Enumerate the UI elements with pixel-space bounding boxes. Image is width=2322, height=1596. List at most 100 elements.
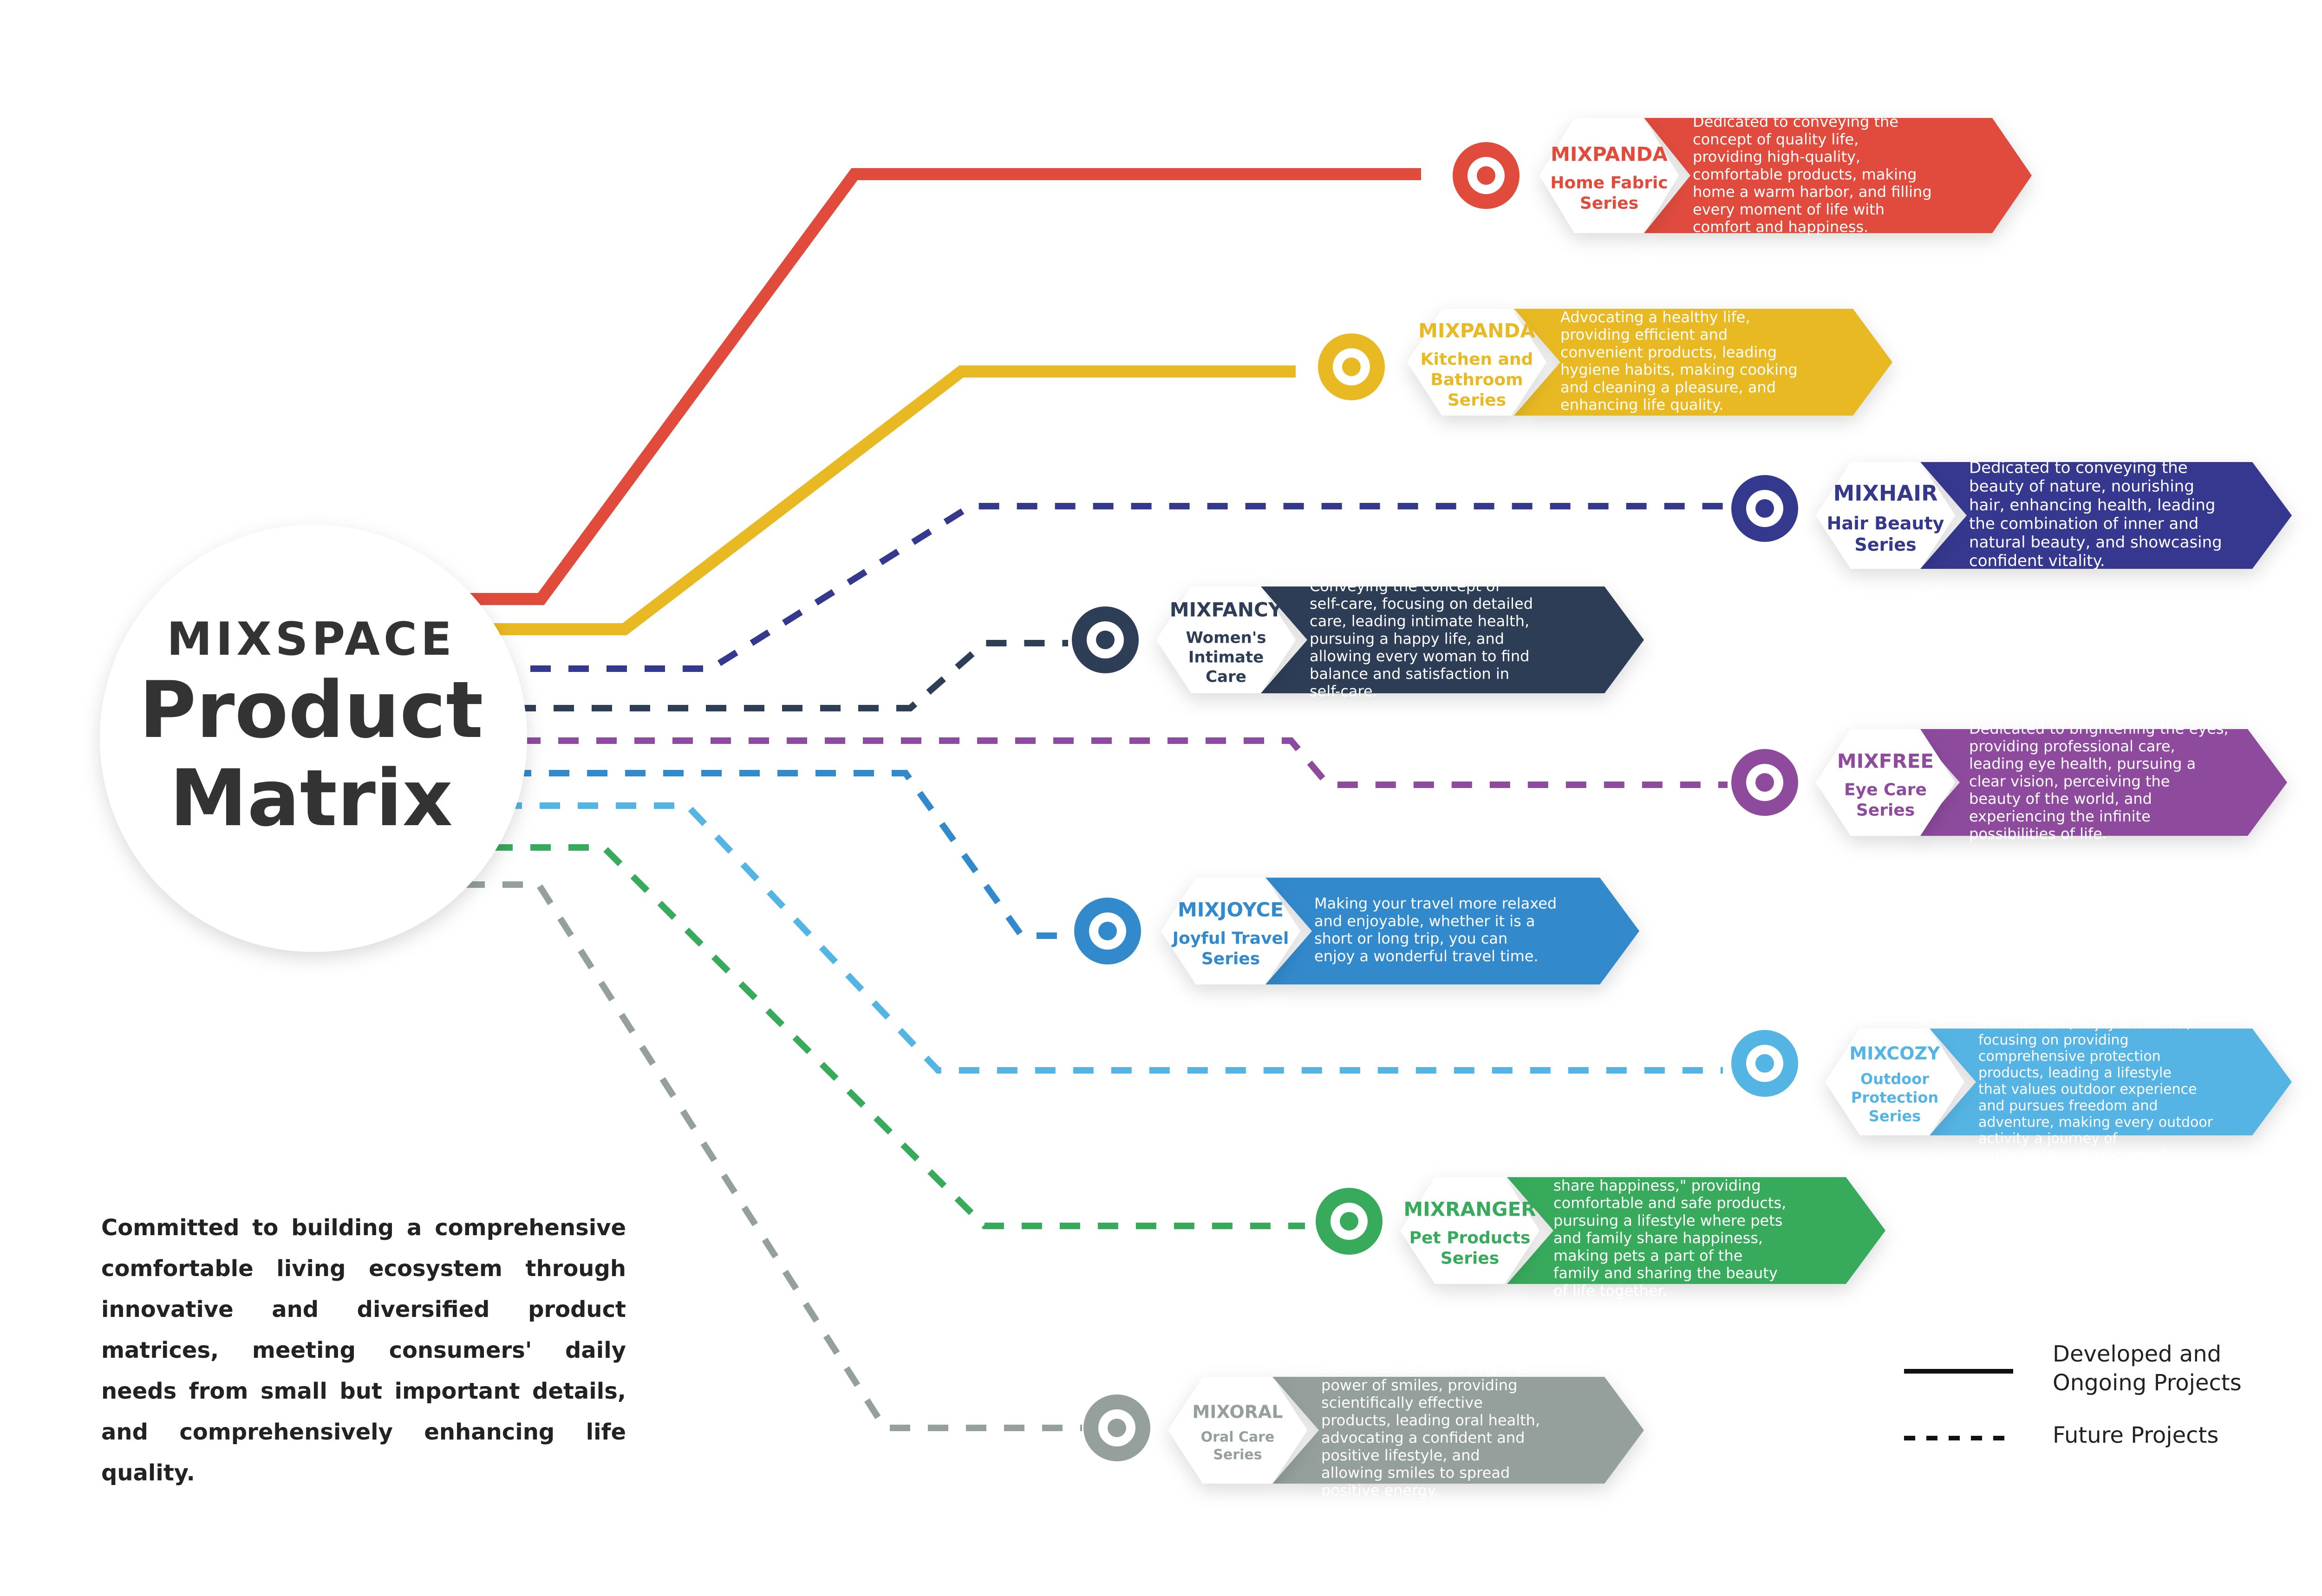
product-description: pursuing a happy life, and [1310, 630, 1504, 647]
product-series: Series [1201, 949, 1260, 968]
hub-label: MIXSPACE Product Matrix [102, 613, 520, 842]
product-description: positive lifestyle, and [1321, 1446, 1480, 1464]
product-name: MIXFANCY [1170, 599, 1283, 621]
target-node-dot [1098, 922, 1117, 940]
card-body [1261, 586, 1644, 693]
connector-line-6 [502, 802, 1723, 1074]
product-series: Eye Care [1844, 780, 1927, 799]
product-description: share happiness," providing [1553, 1177, 1761, 1194]
product-description: clear vision, perceiving the [1969, 772, 2170, 790]
product-series: Oral Care [1201, 1429, 1275, 1446]
product-description: beauty of nature, nourishing [1969, 477, 2194, 496]
product-description: short or long trip, you can [1314, 930, 1507, 947]
target-node-dot [1108, 1419, 1126, 1437]
product-series: Series [1213, 1447, 1262, 1463]
product-description: Dedicated to conveying the [1693, 113, 1898, 130]
product-name: MIXHAIR [1833, 481, 1938, 506]
product-series: Outdoor [1860, 1070, 1929, 1088]
product-description: home a warm harbor, and filling [1693, 183, 1932, 201]
product-series: Hair Beauty [1827, 513, 1944, 534]
card-hexagon [1816, 729, 1955, 836]
product-description: every moment of life with [1693, 201, 1885, 218]
card-hexagon [1400, 1177, 1539, 1284]
product-description: Dedicated to conveying the [1969, 459, 2188, 477]
intro-text: Committed to building a comprehensive co… [101, 1215, 626, 1486]
hub-brand: MIXSPACE [167, 613, 456, 666]
product-description: enjoy a wonderful travel time. [1314, 947, 1539, 965]
target-node-dot [1340, 1212, 1358, 1231]
product-description: self-care. [1310, 683, 1377, 700]
product-description: adventure, making every outdoor [1978, 1114, 2213, 1130]
product-description: hygiene habits, making cooking [1560, 361, 1798, 378]
product-series: Series [1441, 1249, 1499, 1268]
connector-lines [464, 168, 1728, 1431]
product-description: natural beauty, and showcasing [1969, 533, 2222, 552]
product-description: advocating a confident and [1321, 1429, 1525, 1446]
product-description: comfortable and safe products, [1553, 1194, 1786, 1212]
connector-line-7 [492, 844, 1305, 1229]
product-description: convenient products, leading [1560, 343, 1777, 361]
product-name: MIXPANDA [1551, 143, 1668, 166]
product-description: balance and satisfaction in [1310, 665, 1509, 683]
product-series: Series [1580, 194, 1638, 213]
card-body [1644, 118, 2032, 233]
product-description: making pets a part of the [1553, 1247, 1742, 1264]
target-node-dot [1755, 1054, 1774, 1073]
legend [1904, 1369, 2013, 1440]
product-description: pursuing a lifestyle where pets [1553, 1212, 1782, 1229]
product-series: Series [1856, 801, 1915, 820]
card-body [1930, 1029, 2292, 1135]
target-node-dot [1342, 358, 1361, 376]
product-description: beauty of the world, and [1969, 790, 2152, 808]
product-series: Bathroom [1430, 370, 1523, 389]
target-node-dot [1755, 499, 1774, 518]
legend-developed-label: Developed and Ongoing Projects [2053, 1341, 2242, 1396]
product-name: MIXPANDA [1418, 319, 1535, 342]
product-description: allowing every woman to find [1310, 647, 1529, 665]
product-description: Dedicated to conveying "Explore [1978, 999, 2207, 1016]
product-description: and enjoyable, whether it is a [1314, 912, 1535, 930]
product-description: comfort and happiness. [1693, 218, 1868, 236]
product-description: products, leading oral health, [1321, 1411, 1540, 1429]
product-description: possibilities of life. [1969, 825, 2107, 843]
product-description: experiencing the infinite [1969, 808, 2151, 825]
card-body [1272, 1377, 1644, 1484]
product-description: hair, enhancing health, leading [1969, 496, 2216, 515]
card-body [1265, 878, 1639, 984]
legend-future-label: Future Projects [2053, 1422, 2219, 1448]
product-description: comprehensive protection [1978, 1049, 2161, 1065]
product-series: Pet Products [1409, 1228, 1531, 1247]
product-description: Dedicated to brightening the eyes, [1969, 720, 2229, 737]
product-series: Home Fabric [1550, 173, 1668, 192]
product-description: Advocating "Pets and family [1553, 1159, 1763, 1177]
card-hexagon [1539, 118, 1679, 233]
product-description: enhancing life quality. [1560, 396, 1723, 414]
product-description: activity a journey of [1978, 1131, 2118, 1147]
connector-line-0 [464, 168, 1421, 605]
product-description: Dedicated to conveying the [1321, 1359, 1527, 1376]
product-description: Making your travel more relaxed [1314, 895, 1557, 912]
connector-line-8 [464, 881, 1082, 1431]
product-series: Protection [1851, 1089, 1938, 1107]
product-description: power of smiles, providing [1321, 1376, 1517, 1394]
product-description: exploration and enjoyment. [1978, 1147, 2171, 1163]
connector-line-3 [515, 640, 1068, 711]
product-series: Series [1854, 534, 1916, 555]
product-description: products, leading a lifestyle [1978, 1065, 2172, 1081]
product-description: self-care, focusing on detailed [1310, 595, 1533, 612]
product-name: MIXCOZY [1849, 1043, 1940, 1063]
product-series: Kitchen and [1421, 350, 1533, 369]
card-body [1507, 1177, 1885, 1284]
hub-title: Product Matrix [139, 664, 483, 844]
card-hexagon [1816, 462, 1955, 569]
connector-line-4 [520, 737, 1728, 788]
card-hexagon [1407, 309, 1546, 416]
product-description: Advocating a healthy life, [1560, 308, 1750, 326]
product-series: Intimate [1188, 648, 1264, 666]
product-description: and pursues freedom and [1978, 1098, 2158, 1114]
product-description: confident vitality. [1969, 552, 2105, 570]
product-series: Series [1448, 391, 1506, 410]
card-hexagon [1161, 878, 1300, 984]
product-description: that values outdoor experience [1978, 1081, 2197, 1098]
